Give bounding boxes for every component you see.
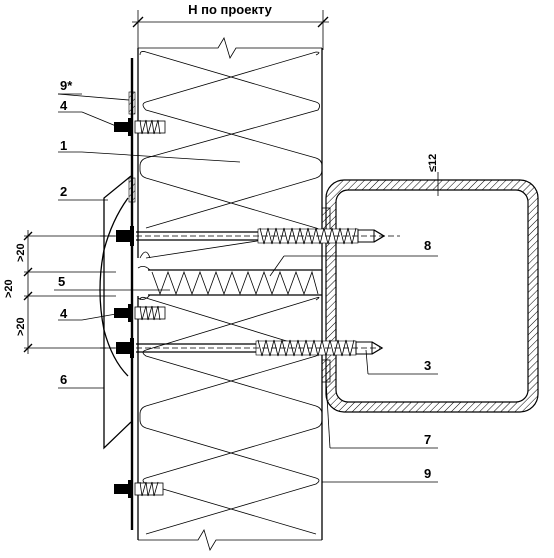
callout-4-top: 4 (60, 98, 68, 113)
left-dimensions: >20 >20 >20 (3, 230, 116, 354)
height-label: H по проекту (188, 2, 273, 17)
callout-5: 5 (58, 274, 65, 289)
dim-label-1: >20 (15, 243, 27, 262)
facing-sheet (128, 58, 136, 530)
callout-2: 2 (60, 184, 67, 199)
seal-strip-bottom (321, 359, 331, 383)
facing-hatch-top (128, 91, 136, 115)
callout-1: 1 (60, 138, 67, 153)
screw-bottom (114, 480, 164, 498)
compressible-seal (137, 266, 322, 300)
callout-4-bottom: 4 (60, 306, 68, 321)
seal-strip-top (321, 207, 331, 233)
steel-tube: ≤12 (321, 154, 539, 413)
callout-leaders (54, 93, 438, 483)
insulation-layer (137, 48, 323, 540)
screw-long-top (100, 226, 400, 246)
callout-9: 9 (424, 466, 431, 481)
facing-hatch-mid (128, 177, 136, 203)
thickness-label: ≤12 (427, 154, 439, 172)
callout-8: 8 (424, 238, 431, 253)
callout-3: 3 (424, 358, 431, 373)
callout-labels: 9* 4 1 2 5 4 6 8 3 7 9 (58, 78, 431, 481)
screw-long-bottom (100, 338, 384, 358)
break-lines (138, 37, 322, 551)
callout-6: 6 (60, 372, 67, 387)
callout-9-star: 9* (60, 78, 73, 93)
screw-upper-short (114, 118, 166, 136)
dim-label-2: >20 (3, 279, 15, 298)
screw-lower-short (114, 304, 166, 322)
callout-7: 7 (424, 432, 431, 447)
dim-label-3: >20 (15, 317, 27, 336)
height-dimension: H по проекту (132, 2, 329, 50)
